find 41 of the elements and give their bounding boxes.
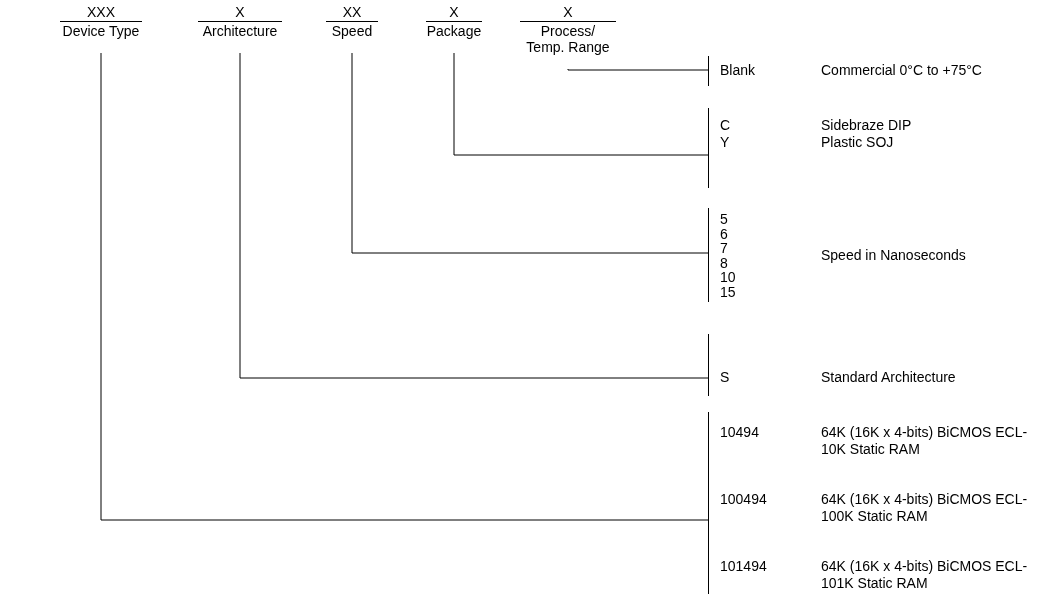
option-description: Plastic SOJ: [821, 134, 895, 151]
field-name: Device Type: [60, 21, 142, 39]
connector-line: [351, 52, 709, 254]
option-code: S: [719, 369, 731, 386]
option-description: Standard Architecture: [821, 369, 957, 386]
connector-line: [567, 68, 709, 71]
field-code: X: [563, 4, 573, 21]
field-code: XX: [342, 4, 362, 21]
field-header: [426, 4, 482, 39]
option-code: 5: [720, 212, 729, 227]
option-description: Speed in Nanoseconds: [821, 247, 966, 264]
option-code: 100494: [719, 491, 768, 509]
field-code: X: [449, 4, 459, 21]
field-header: [198, 4, 282, 39]
field-header: [326, 4, 378, 39]
option-code: 10494: [719, 424, 760, 442]
field-name: Architecture: [198, 21, 282, 39]
field-header: [60, 4, 142, 39]
option-description: 64K (16K x 4-bits) BiCMOS ECL-10K Static RAM: [821, 424, 1029, 458]
option-code: Y: [719, 134, 731, 151]
field-name: Process/ Temp. Range: [520, 21, 616, 55]
option-code: 15: [720, 284, 737, 299]
connector-line: [453, 52, 709, 156]
option-code: 10: [720, 270, 737, 285]
connector-line: [100, 52, 709, 521]
field-code: XXX: [87, 4, 115, 21]
option-code: 6: [720, 226, 729, 241]
option-description: Commercial 0°C to +75°C: [821, 62, 983, 79]
option-description: 64K (16K x 4-bits) BiCMOS ECL-100K Static RAM: [821, 491, 1029, 525]
option-description: 64K (16K x 4-bits) BiCMOS ECL-101K Static RAM: [821, 558, 1029, 592]
field-name: Package: [426, 21, 482, 39]
field-header: [520, 4, 616, 55]
option-code: 7: [720, 241, 729, 256]
option-code: 101494: [719, 558, 768, 576]
option-description: Sidebraze DIP: [821, 117, 913, 134]
option-code: C: [719, 117, 732, 134]
field-code: X: [235, 4, 245, 21]
field-name: Speed: [326, 21, 378, 39]
option-code: 8: [720, 255, 729, 270]
connector-line: [239, 52, 709, 379]
option-code: Blank: [719, 62, 757, 79]
